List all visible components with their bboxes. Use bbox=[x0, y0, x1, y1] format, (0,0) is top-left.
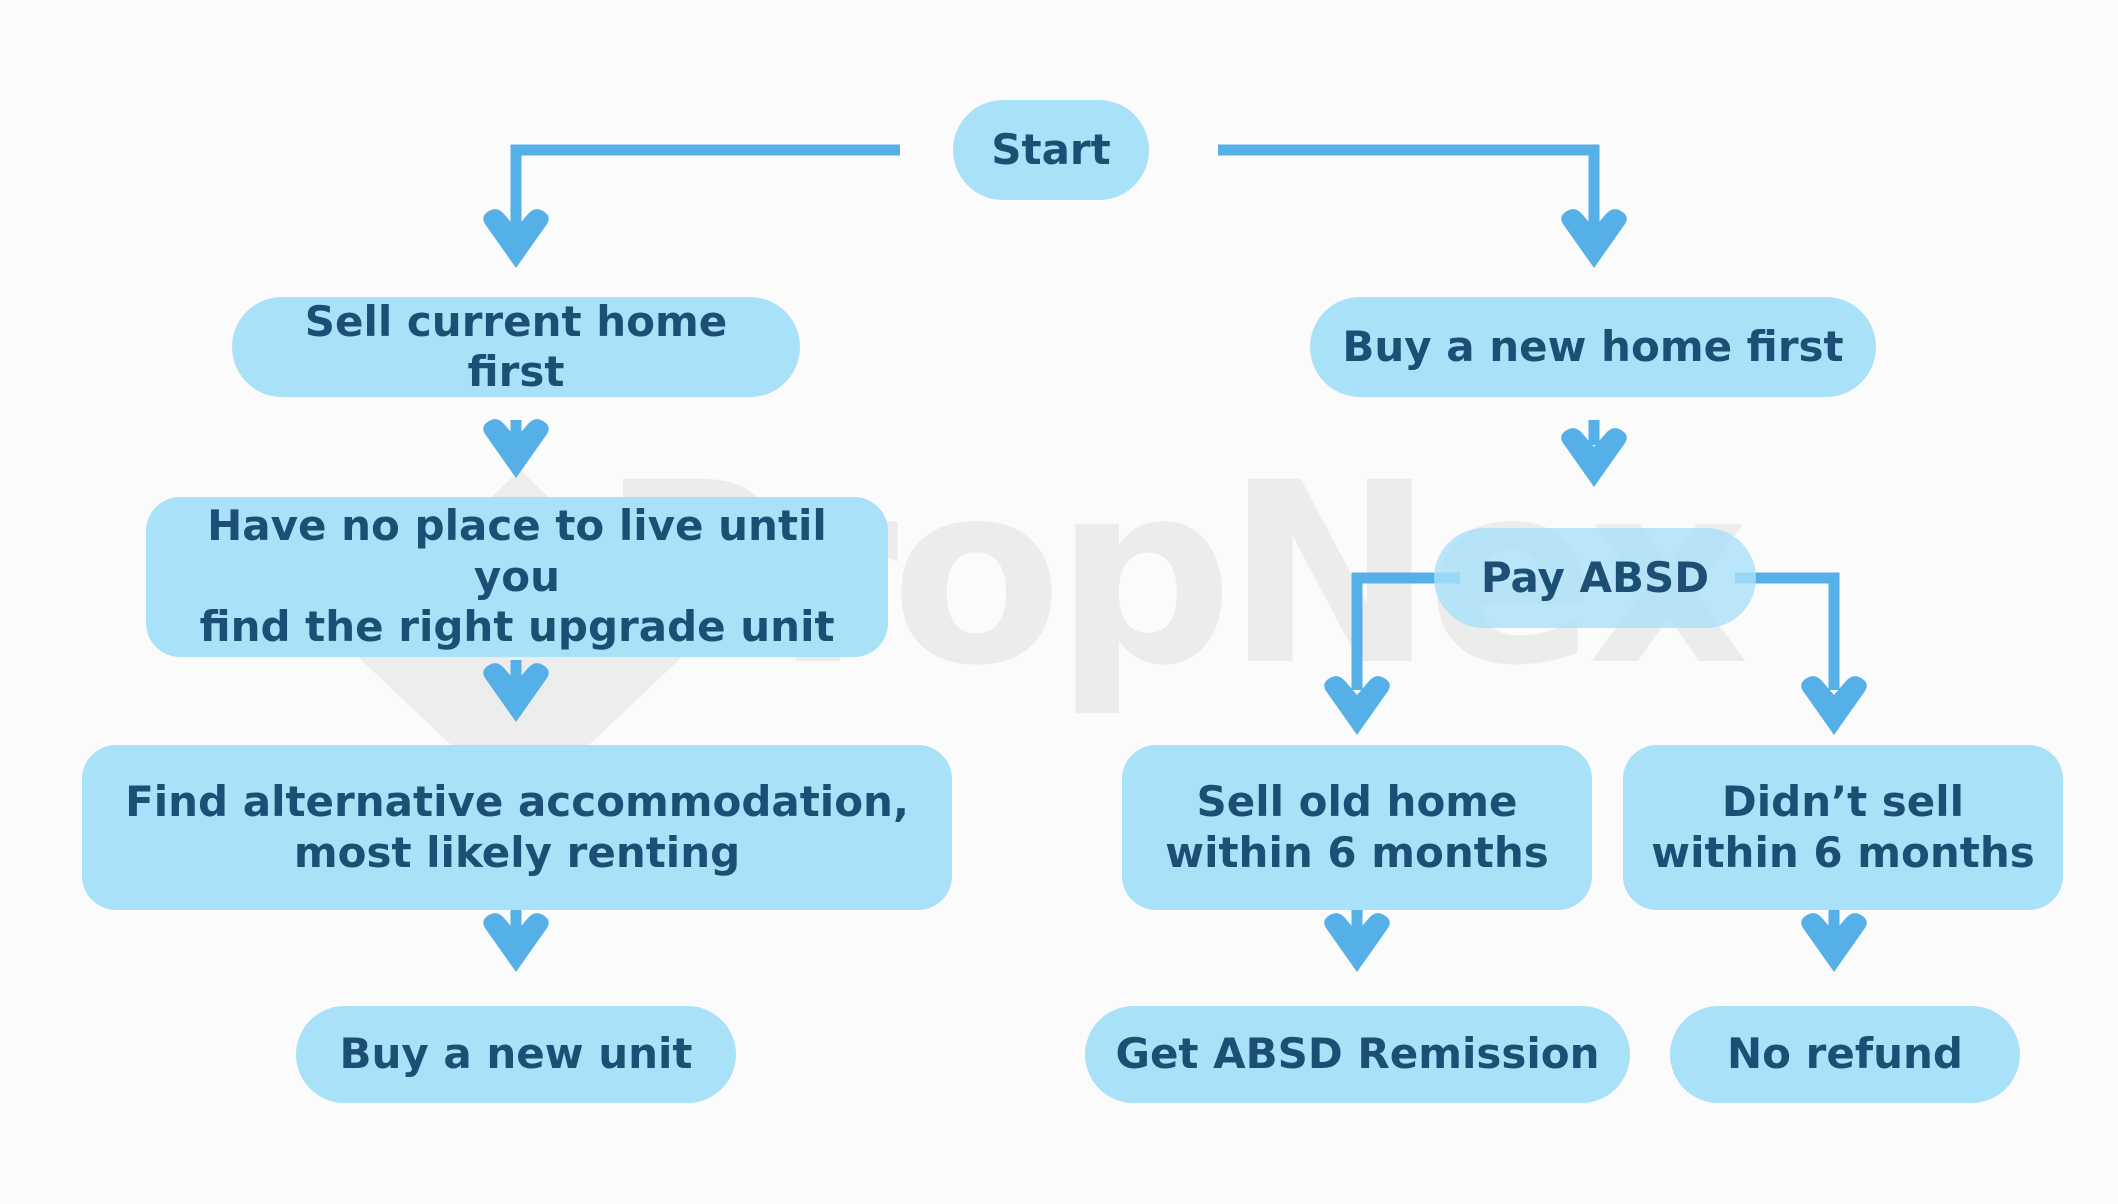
node-sell-old-home-within-6-months[interactable]: Sell old home within 6 months bbox=[1122, 745, 1592, 910]
node-sell-current-home-first-label: Sell current home first bbox=[304, 296, 728, 396]
edge-find-alt-to-buy-new-unit bbox=[483, 910, 549, 972]
node-get-absd-remission-label: Get ABSD Remission bbox=[1115, 1029, 1600, 1079]
node-sell-current-home-first[interactable]: Sell current home first bbox=[232, 297, 800, 397]
node-find-alternative-accommodation[interactable]: Find alternative accommodation, most lik… bbox=[82, 745, 952, 910]
node-start[interactable]: Start bbox=[953, 100, 1149, 200]
edge-sold-6m-to-remission bbox=[1324, 910, 1390, 972]
node-have-no-place-to-live[interactable]: Have no place to live until you find the… bbox=[146, 497, 888, 657]
node-no-refund-label: No refund bbox=[1727, 1029, 1963, 1079]
node-find-alternative-accommodation-line1: Find alternative accommodation, bbox=[125, 777, 909, 827]
node-pay-absd[interactable]: Pay ABSD bbox=[1434, 528, 1756, 628]
node-no-refund[interactable]: No refund bbox=[1670, 1006, 2020, 1103]
edge-not-sold-6m-to-no-refund bbox=[1801, 910, 1867, 972]
node-sell-old-home-line2: within 6 months bbox=[1165, 827, 1549, 877]
edge-pay-absd-to-not-sold-6m bbox=[1735, 572, 1867, 735]
edge-pay-absd-to-sold-6m bbox=[1324, 572, 1460, 735]
node-buy-a-new-unit[interactable]: Buy a new unit bbox=[296, 1006, 736, 1103]
node-sell-old-home-line1: Sell old home bbox=[1196, 777, 1518, 827]
edge-no-place-to-find-alt bbox=[483, 660, 549, 722]
node-buy-a-new-home-first-label: Buy a new home first bbox=[1342, 321, 1844, 371]
node-have-no-place-to-live-line1: Have no place to live until you bbox=[207, 501, 827, 601]
node-pay-absd-label: Pay ABSD bbox=[1480, 552, 1710, 602]
edge-sell-first-to-no-place bbox=[483, 419, 549, 478]
node-start-label: Start bbox=[991, 124, 1111, 174]
edge-start-to-sell-first bbox=[483, 144, 900, 268]
node-find-alternative-accommodation-line2: most likely renting bbox=[293, 827, 741, 877]
node-get-absd-remission[interactable]: Get ABSD Remission bbox=[1085, 1006, 1630, 1103]
node-buy-a-new-home-first[interactable]: Buy a new home first bbox=[1310, 297, 1876, 397]
edge-buy-first-to-pay-absd bbox=[1561, 420, 1627, 487]
node-didnt-sell-within-6-months[interactable]: Didn’t sell within 6 months bbox=[1623, 745, 2063, 910]
node-have-no-place-to-live-line2: find the right upgrade unit bbox=[199, 602, 835, 652]
node-buy-a-new-unit-label: Buy a new unit bbox=[339, 1029, 693, 1079]
node-didnt-sell-line1: Didn’t sell bbox=[1721, 777, 1965, 827]
node-didnt-sell-line2: within 6 months bbox=[1651, 827, 2035, 877]
edge-start-to-buy-first bbox=[1218, 144, 1627, 268]
